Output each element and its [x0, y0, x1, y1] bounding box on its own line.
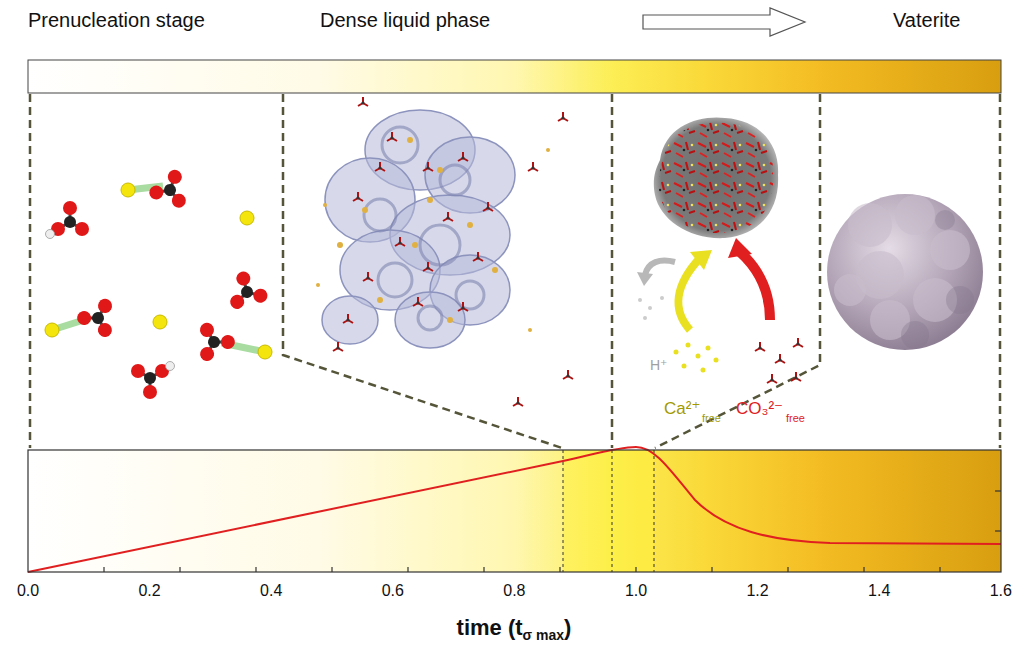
tick-label: 1.2: [746, 582, 768, 600]
tick-label: 0.4: [260, 582, 282, 600]
tick-label: 0.6: [382, 582, 404, 600]
ion-label: H⁺: [650, 358, 668, 373]
ion-subscript: free: [702, 412, 721, 424]
ion-label: CO₃²⁻: [736, 400, 783, 419]
tick-label: 0.0: [17, 582, 39, 600]
axis-title-text: time (t: [457, 615, 523, 640]
ion-label: Ca²⁺: [664, 400, 700, 419]
axis-title: time (tσ max): [457, 616, 572, 643]
tick-label: 0.2: [138, 582, 160, 600]
tick-label: 0.8: [503, 582, 525, 600]
axis-title-subscript: σ max: [523, 627, 565, 643]
stage-label: Prenucleation stage: [28, 9, 205, 31]
stage-label: Vaterite: [893, 9, 960, 31]
tick-label: 1.0: [625, 582, 647, 600]
axis-title-text: ): [564, 615, 571, 640]
stage-label: Dense liquid phase: [320, 9, 490, 31]
tick-label: 1.4: [868, 582, 890, 600]
ion-subscript: free: [786, 412, 805, 424]
tick-label: 1.6: [990, 582, 1012, 600]
